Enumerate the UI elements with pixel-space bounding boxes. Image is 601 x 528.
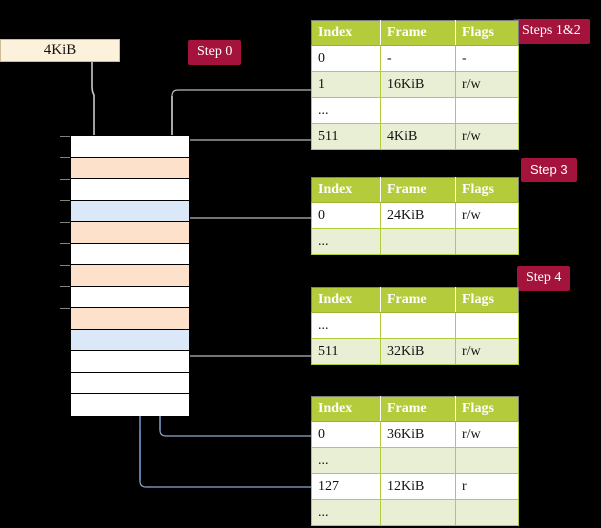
cell-index: 0 [311, 202, 381, 229]
cell-flags: - [455, 45, 519, 72]
table-row: ... [311, 499, 519, 526]
cell-index: ... [311, 447, 381, 474]
column-header-flags: Flags [455, 177, 519, 203]
memory-tick [60, 222, 72, 223]
cell-flags: r/w [455, 338, 519, 365]
column-header-index: Index [311, 396, 381, 422]
memory-frame-row [71, 329, 189, 351]
virtual-page-label: 4KiB [43, 42, 77, 58]
badge-label: Step 0 [197, 44, 233, 59]
memory-frame-row [71, 351, 189, 373]
badge-step-4: Step 4 [517, 266, 571, 291]
cell-flags [455, 312, 519, 339]
cell-frame [380, 312, 456, 339]
cell-flags: r [455, 473, 519, 500]
cell-flags: r/w [455, 123, 519, 150]
cell-index: 0 [311, 45, 381, 72]
badge-steps-1-2: Steps 1&2 [513, 19, 590, 44]
table-row: ... [311, 228, 519, 255]
badge-step-3: Step 3 [521, 158, 577, 182]
cell-index: 511 [311, 338, 381, 365]
badge-label: Step 4 [526, 270, 562, 285]
memory-frame-row [71, 286, 189, 308]
column-header-flags: Flags [455, 287, 519, 313]
column-header-frame: Frame [380, 396, 456, 422]
column-header-frame: Frame [380, 177, 456, 203]
cell-frame: 16KiB [380, 71, 456, 98]
cell-frame: - [380, 45, 456, 72]
memory-tick [60, 243, 72, 244]
cell-flags [455, 97, 519, 124]
memory-frame-row [71, 200, 189, 222]
badge-label: Step 3 [530, 162, 568, 177]
cell-flags [455, 499, 519, 526]
cell-index: ... [311, 312, 381, 339]
table-row: ... [311, 447, 519, 474]
column-header-frame: Frame [380, 20, 456, 46]
column-header-index: Index [311, 287, 381, 313]
memory-tick [60, 157, 72, 158]
column-header-index: Index [311, 177, 381, 203]
memory-frame-row [71, 308, 189, 330]
cell-frame [380, 499, 456, 526]
memory-frame-row [71, 265, 189, 287]
column-header-index: Index [311, 20, 381, 46]
cell-frame [380, 228, 456, 255]
cell-index: ... [311, 499, 381, 526]
memory-frame-row [71, 157, 189, 179]
cell-flags [455, 447, 519, 474]
cell-frame: 32KiB [380, 338, 456, 365]
cell-flags [455, 228, 519, 255]
cell-index: 127 [311, 473, 381, 500]
badge-step-0: Step 0 [188, 40, 242, 65]
badge-label: Steps 1&2 [522, 23, 581, 38]
memory-tick [60, 200, 72, 201]
memory-tick [60, 286, 72, 287]
cell-frame [380, 447, 456, 474]
cell-frame: 24KiB [380, 202, 456, 229]
column-header-flags: Flags [455, 20, 519, 46]
table-row: 0-- [311, 45, 519, 72]
cell-index: 0 [311, 421, 381, 448]
memory-tick [60, 308, 72, 309]
memory-tick [60, 136, 72, 137]
memory-tick [60, 265, 72, 266]
column-header-frame: Frame [380, 287, 456, 313]
memory-frame-row [71, 136, 189, 158]
virtual-page-box: 4KiB [0, 39, 120, 62]
cell-flags: r/w [455, 421, 519, 448]
memory-frame-row [71, 222, 189, 244]
table-row: ... [311, 312, 519, 339]
memory-frame-row [71, 243, 189, 265]
cell-frame [380, 97, 456, 124]
cell-flags: r/w [455, 202, 519, 229]
cell-flags: r/w [455, 71, 519, 98]
cell-index: ... [311, 97, 381, 124]
memory-frame-row [71, 179, 189, 201]
memory-frame-row [71, 372, 189, 394]
memory-tick [60, 179, 72, 180]
memory-frame-row [71, 394, 189, 416]
table-row: ... [311, 97, 519, 124]
cell-frame: 4KiB [380, 123, 456, 150]
column-header-flags: Flags [455, 396, 519, 422]
physical-memory-block [70, 135, 190, 416]
cell-frame: 12KiB [380, 473, 456, 500]
cell-index: ... [311, 228, 381, 255]
cell-index: 511 [311, 123, 381, 150]
cell-index: 1 [311, 71, 381, 98]
cell-frame: 36KiB [380, 421, 456, 448]
